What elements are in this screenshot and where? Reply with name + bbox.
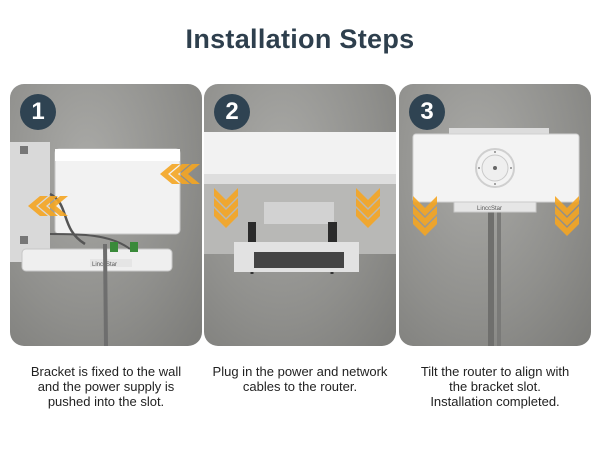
step-3-image: 3 LinccStar xyxy=(399,84,591,346)
arrow-chevron-icon xyxy=(28,196,68,216)
step-1-image: 1 LinccStar xyxy=(10,84,202,346)
arrow-chevron-icon xyxy=(555,196,579,236)
step-badge: 3 xyxy=(409,94,445,130)
step-badge: 2 xyxy=(214,94,250,130)
step-1-caption: Bracket is fixed to the wall and the pow… xyxy=(30,364,182,409)
brand-label: LinccStar xyxy=(477,206,502,212)
arrow-chevron-icon xyxy=(413,196,437,236)
step-1-illustration: LinccStar xyxy=(10,142,200,346)
step-2-illustration xyxy=(204,132,396,274)
step-2-image: 2 xyxy=(204,84,396,346)
step-badge: 1 xyxy=(20,94,56,130)
arrow-chevron-icon xyxy=(356,188,380,228)
arrow-chevron-icon xyxy=(160,164,200,184)
step-3-caption: Tilt the router to align with the bracke… xyxy=(420,364,570,409)
step-3-illustration: LinccStar xyxy=(412,128,580,346)
step-2-caption: Plug in the power and network cables to … xyxy=(212,364,388,394)
page-title: Installation Steps xyxy=(185,24,415,54)
arrow-chevron-icon xyxy=(214,188,238,228)
